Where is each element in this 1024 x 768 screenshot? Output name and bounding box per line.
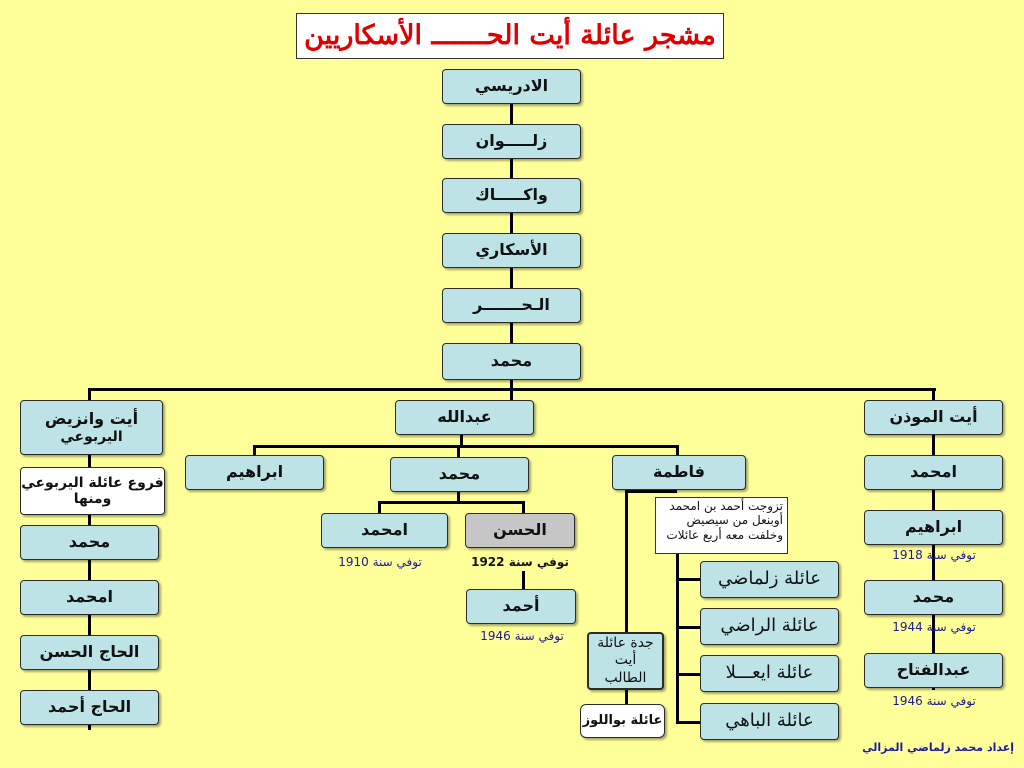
connector <box>932 388 935 400</box>
muhammad-death-caption: توفي سنة 1944 <box>892 620 976 634</box>
yarbouai-branches-box: فروع عائلة اليربوعي ومنها <box>20 467 165 515</box>
family-boualouz: عائلة بواللوز <box>580 704 665 738</box>
connector <box>676 673 700 676</box>
connector <box>457 491 460 503</box>
left-item-haj-ahmad: الحاج أحمد <box>20 690 159 725</box>
right-item-amhammad: امحمد <box>864 455 1003 490</box>
connector <box>253 445 256 455</box>
node-idrissi: الادريسي <box>442 69 581 104</box>
ibrahim-death-caption: توفي سنة 1918 <box>892 548 976 562</box>
connector <box>625 490 628 632</box>
node-abdallah: عبدالله <box>395 400 534 435</box>
connector <box>932 435 935 690</box>
connector <box>676 626 700 629</box>
connector <box>457 445 460 457</box>
connector <box>378 501 525 504</box>
connector <box>676 445 679 455</box>
connector <box>88 388 936 391</box>
family-radi: عائلة الراضي <box>700 608 839 645</box>
connector <box>253 445 679 448</box>
family-bahi: عائلة الباهي <box>700 703 839 740</box>
left-item-amhammad: امحمد <box>20 580 159 615</box>
node-ibrahim: ابراهيم <box>185 455 324 490</box>
right-item-muhammad: محمد <box>864 580 1003 615</box>
connector <box>522 571 525 589</box>
family-zalmadi: عائلة زلماضي <box>700 561 839 598</box>
right-item-abdelfattah: عبدالفتاح <box>864 653 1003 688</box>
connector <box>625 490 677 493</box>
connector <box>676 554 679 724</box>
author-credit: إعداد محمد زلماضي المزالي <box>862 741 1014 754</box>
node-ait-wanziz: أيت وانزيض اليربوعي <box>20 400 163 455</box>
connector <box>522 501 525 513</box>
node-ait-moudden: أيت الموذن <box>864 400 1003 435</box>
node-ahmad: أحمد <box>466 589 576 624</box>
node-ait-wanziz-line2: اليربوعي <box>60 428 123 445</box>
node-hassan: الحسن <box>465 513 575 548</box>
node-muhammad: محمد <box>390 457 529 492</box>
family-ayala: عائلة ايعـــلا <box>700 655 839 692</box>
hassan-death-caption: توفي سنة 1922 <box>471 555 569 569</box>
abdelfattah-death-caption: توفي سنة 1946 <box>892 694 976 708</box>
node-ait-wanziz-line1: أيت وانزيض <box>44 409 139 429</box>
connector <box>676 721 700 724</box>
node-amhammad: امحمد <box>321 513 448 548</box>
grandmother-ait-taleb-box: جدة عائلة أيت الطالب <box>587 632 664 690</box>
connector <box>460 435 463 447</box>
left-item-haj-hassan: الحاج الحسن <box>20 635 159 670</box>
fatima-marriage-note: تزوجت أحمد بن امحمد أوبنعل من سيصيض وخلف… <box>655 497 788 554</box>
ahmad-death-caption: توفي سنة 1946 <box>480 629 564 643</box>
connector <box>625 690 628 704</box>
node-zalwan: زلـــــوان <box>442 124 581 159</box>
node-wakak: واكـــــاك <box>442 178 581 213</box>
node-askari: الأسكاري <box>442 233 581 268</box>
node-fatima: فاطمة <box>612 455 746 490</box>
page-title: مشجر عائلة أيت الحـــــــ الأسكاريين <box>296 13 724 59</box>
connector <box>676 578 700 581</box>
connector <box>510 104 513 350</box>
connector <box>378 501 381 513</box>
right-item-ibrahim: ابراهيم <box>864 510 1003 545</box>
node-muhammad-root: محمد <box>442 343 581 380</box>
left-item-muhammad: محمد <box>20 525 159 560</box>
node-hur: الـحـــــــر <box>442 288 581 323</box>
amhammad-death-caption: توفي سنة 1910 <box>338 555 422 569</box>
connector <box>88 388 91 400</box>
